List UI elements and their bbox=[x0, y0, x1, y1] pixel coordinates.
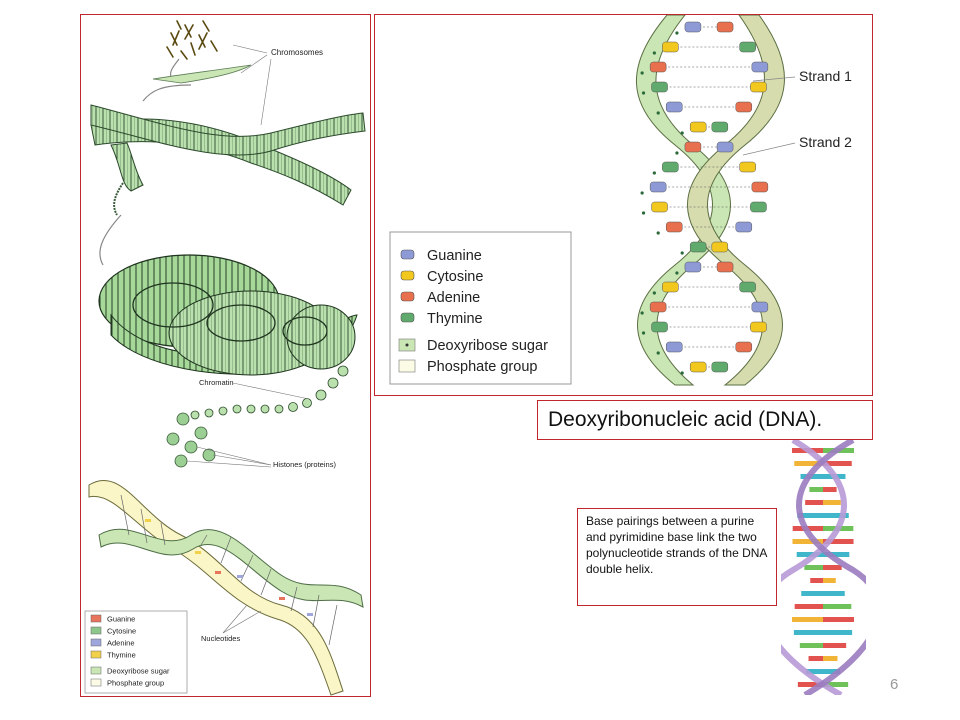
chromatin-illustration: Chromosomes Chromatin bbox=[84, 20, 366, 696]
legend-label: Phosphate group bbox=[427, 359, 537, 375]
legend-swatch bbox=[90, 666, 102, 675]
legend-swatch bbox=[400, 270, 415, 281]
legend-swatch bbox=[400, 291, 415, 302]
right-legend-item: Phosphate group bbox=[398, 359, 537, 375]
legend-swatch bbox=[398, 359, 416, 373]
legend-swatch bbox=[400, 312, 415, 323]
right-legend-item: Guanine bbox=[400, 248, 482, 264]
left-legend-item: Guanine bbox=[90, 614, 135, 624]
chromatin-fiber bbox=[190, 365, 349, 420]
legend-swatch bbox=[90, 678, 102, 687]
dna-helix-diagram: Strand 1 Strand 2 GuanineCytosineAdenine… bbox=[389, 15, 852, 386]
legend-label: Adenine bbox=[427, 290, 480, 306]
right-legend-item: Cytosine bbox=[400, 269, 483, 285]
histones-label: Histones (proteins) bbox=[273, 460, 336, 469]
legend-label: Adenine bbox=[107, 639, 135, 648]
left-legend: GuanineCytosineAdenineThymineDeoxyribose… bbox=[84, 610, 188, 694]
slide-title: Deoxyribonucleic acid (DNA). bbox=[537, 400, 873, 440]
left-legend-item: Cytosine bbox=[90, 626, 136, 636]
legend-label: Deoxyribose sugar bbox=[107, 667, 170, 676]
caption: Base pairings between a purine and pyrim… bbox=[577, 508, 777, 606]
chromatin-coil bbox=[98, 254, 358, 376]
legend-label: Guanine bbox=[107, 615, 135, 624]
legend-swatch bbox=[90, 626, 102, 635]
chromatin-illustration-panel: Chromosomes Chromatin bbox=[80, 14, 371, 697]
chromosome-strand bbox=[152, 64, 252, 84]
legend-swatch bbox=[90, 650, 102, 659]
legend-label: Cytosine bbox=[427, 269, 483, 285]
legend-label: Guanine bbox=[427, 248, 482, 264]
legend-label: Thymine bbox=[107, 651, 136, 660]
arrow-2 bbox=[99, 214, 122, 266]
right-legend-item: Thymine bbox=[400, 311, 483, 327]
strand1-label: Strand 1 bbox=[799, 68, 852, 84]
left-legend-item: Deoxyribose sugar bbox=[90, 666, 170, 676]
supercoiled-chromosome bbox=[90, 104, 366, 206]
legend-label: Cytosine bbox=[107, 627, 136, 636]
legend-label: Deoxyribose sugar bbox=[427, 338, 548, 354]
right-legend-item: Deoxyribose sugar bbox=[398, 338, 548, 354]
chromatin-label: Chromatin bbox=[199, 378, 234, 387]
right-legend: GuanineCytosineAdenineThymineDeoxyribose… bbox=[389, 231, 572, 385]
legend-label: Thymine bbox=[427, 311, 483, 327]
nucleotides-label: Nucleotides bbox=[201, 634, 240, 643]
left-legend-item: Phosphate group bbox=[90, 678, 164, 688]
histone-beads bbox=[166, 412, 216, 468]
legend-swatch bbox=[400, 249, 415, 260]
slide-number: 6 bbox=[890, 676, 899, 693]
dna-helix bbox=[636, 15, 785, 386]
left-legend-item: Adenine bbox=[90, 638, 135, 648]
legend-swatch bbox=[90, 638, 102, 647]
legend-swatch bbox=[90, 614, 102, 623]
dna-ribbon bbox=[88, 479, 364, 696]
strand2-label: Strand 2 bbox=[799, 134, 852, 150]
chromosome-cluster bbox=[166, 20, 218, 60]
right-legend-item: Adenine bbox=[400, 290, 480, 306]
chromosomes-label: Chromosomes bbox=[271, 48, 323, 57]
dna-helix-photo bbox=[781, 440, 866, 695]
legend-label: Phosphate group bbox=[107, 679, 164, 688]
left-legend-item: Thymine bbox=[90, 650, 136, 660]
